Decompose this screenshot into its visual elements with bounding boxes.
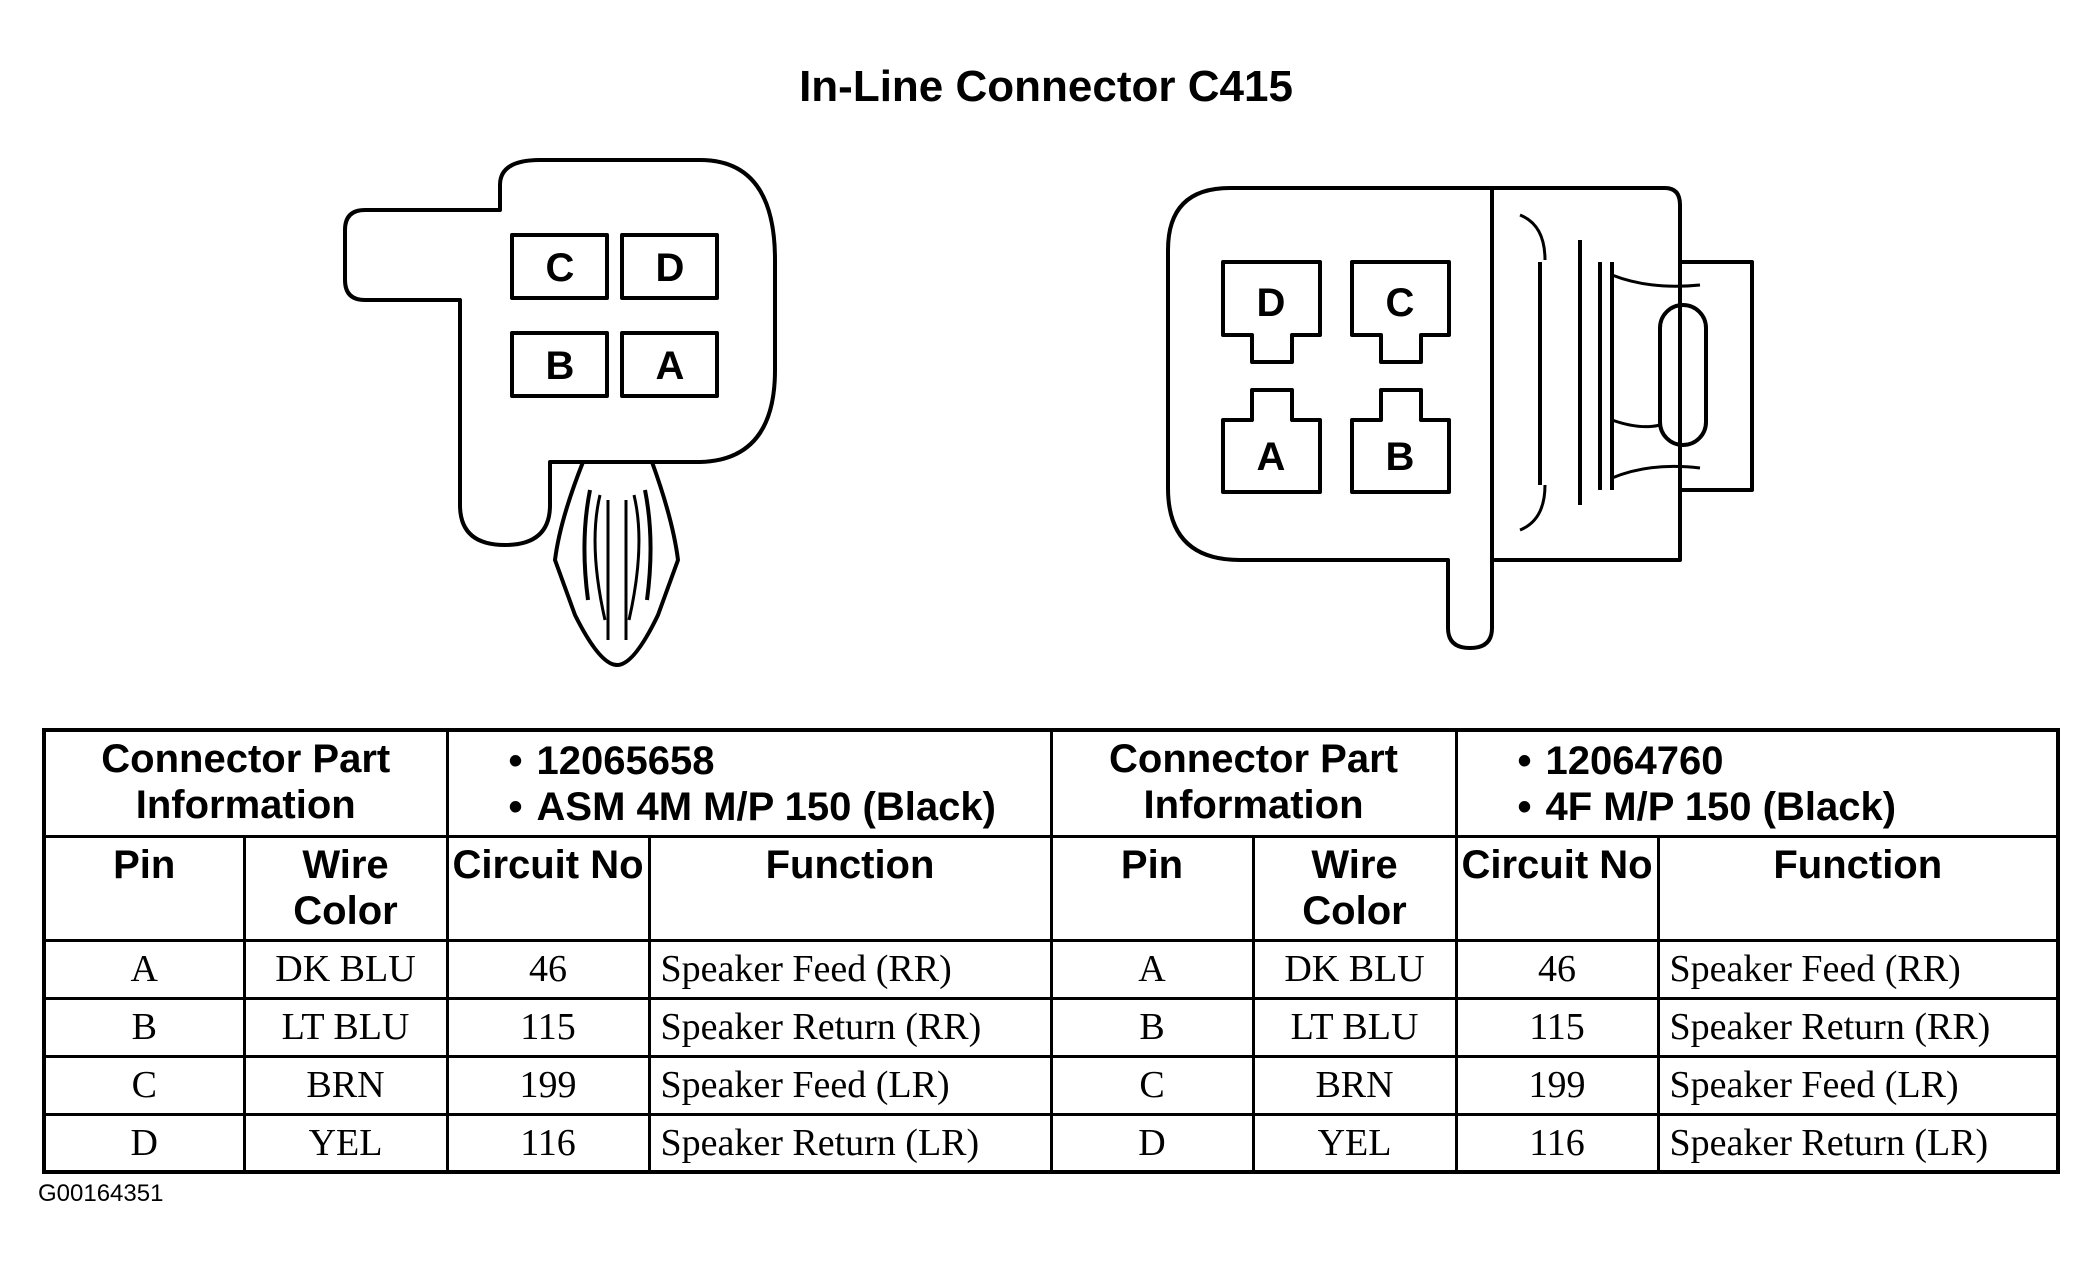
wire-color-cell: BRN — [242, 1054, 449, 1116]
function-cell: Speaker Return (LR) — [647, 1112, 1053, 1174]
column-header-pin: Pin — [1049, 834, 1255, 942]
left-cavity-c — [510, 233, 609, 300]
part-description: 4F M/P 150 (Black) — [1545, 785, 1897, 829]
pin-cell: C — [1049, 1054, 1255, 1116]
left-cavity-b — [510, 331, 609, 398]
right-cavity-a — [1221, 388, 1322, 494]
table-row: C BRN 199 Speaker Feed (LR) C BRN 199 Sp… — [42, 1054, 2060, 1116]
pin-cell: A — [42, 938, 246, 1000]
right-connector-body — [1166, 186, 1682, 650]
wire-color-cell: YEL — [1251, 1112, 1458, 1174]
part-info-row: Connector Part Information •12065658 •AS… — [42, 728, 2060, 838]
left-pin-label: D — [656, 246, 685, 290]
connector-info-table: Connector Part Information •12065658 •AS… — [42, 728, 2061, 1174]
function-cell: Speaker Return (RR) — [1656, 996, 2060, 1058]
left-pin-labels: C D B A — [546, 246, 685, 388]
figure-id: G00164351 — [38, 1180, 164, 1207]
function-cell: Speaker Feed (RR) — [1656, 938, 2060, 1000]
right-connector — [1166, 186, 1754, 650]
pin-cell: A — [1049, 938, 1255, 1000]
column-header-function: Function — [1656, 834, 2060, 942]
column-header-wire-color: Wire Color — [242, 834, 449, 942]
function-cell: Speaker Feed (LR) — [647, 1054, 1053, 1116]
left-pin-label: A — [656, 344, 685, 388]
left-cavity-a — [620, 331, 719, 398]
function-cell: Speaker Return (LR) — [1656, 1112, 2060, 1174]
wire-color-cell: YEL — [242, 1112, 449, 1174]
part-description: ASM 4M M/P 150 (Black) — [536, 785, 996, 829]
part-info-label: Connector Part Information — [42, 728, 449, 838]
part-number: 12064760 — [1545, 739, 1724, 783]
diagram-title: In-Line Connector C415 — [799, 62, 1293, 111]
circuit-cell: 199 — [445, 1054, 651, 1116]
part-info-values: •12064760 •4F M/P 150 (Black) — [1454, 728, 2060, 838]
part-number: 12065658 — [536, 739, 715, 783]
left-cavity-d — [620, 233, 719, 300]
wire-color-cell: LT BLU — [242, 996, 449, 1058]
circuit-cell: 116 — [445, 1112, 651, 1174]
column-header-pin: Pin — [42, 834, 246, 942]
column-header-circuit-no: Circuit No — [445, 834, 651, 942]
column-header-row: Pin Wire Color Circuit No Function Pin W… — [42, 834, 2060, 942]
right-cavity-c — [1350, 260, 1451, 364]
left-pin-label: B — [546, 344, 575, 388]
right-cavity-b — [1350, 388, 1451, 494]
wire-color-cell: DK BLU — [1251, 938, 1458, 1000]
circuit-cell: 199 — [1454, 1054, 1660, 1116]
pin-cell: C — [42, 1054, 246, 1116]
left-pin-label: C — [546, 246, 575, 290]
column-header-circuit-no: Circuit No — [1454, 834, 1660, 942]
wire-color-cell: BRN — [1251, 1054, 1458, 1116]
circuit-cell: 115 — [445, 996, 651, 1058]
pin-cell: D — [42, 1112, 246, 1174]
function-cell: Speaker Feed (LR) — [1656, 1054, 2060, 1116]
left-connector — [343, 158, 777, 667]
left-push-clip — [553, 461, 680, 667]
wire-color-cell: DK BLU — [242, 938, 449, 1000]
table-row: A DK BLU 46 Speaker Feed (RR) A DK BLU 4… — [42, 938, 2060, 1000]
column-header-function: Function — [647, 834, 1053, 942]
circuit-cell: 115 — [1454, 996, 1660, 1058]
right-latch — [1598, 260, 1754, 492]
right-pin-label: B — [1386, 435, 1415, 479]
function-cell: Speaker Return (RR) — [647, 996, 1053, 1058]
column-header-wire-color: Wire Color — [1251, 834, 1458, 942]
circuit-cell: 46 — [445, 938, 651, 1000]
table-row: B LT BLU 115 Speaker Return (RR) B LT BL… — [42, 996, 2060, 1058]
wire-color-cell: LT BLU — [1251, 996, 1458, 1058]
right-pin-label: A — [1257, 435, 1286, 479]
function-cell: Speaker Feed (RR) — [647, 938, 1053, 1000]
pin-cell: B — [42, 996, 246, 1058]
part-info-values: •12065658 •ASM 4M M/P 150 (Black) — [445, 728, 1053, 838]
right-cavity-d — [1221, 260, 1322, 364]
left-connector-body — [343, 158, 777, 547]
part-info-label: Connector Part Information — [1049, 728, 1458, 838]
right-pin-label: D — [1257, 281, 1286, 325]
right-pin-label: C — [1386, 281, 1415, 325]
circuit-cell: 46 — [1454, 938, 1660, 1000]
pin-cell: B — [1049, 996, 1255, 1058]
circuit-cell: 116 — [1454, 1112, 1660, 1174]
right-pin-labels: D C A B — [1257, 281, 1415, 479]
connector-drawings: C D B A D C A B — [343, 158, 1754, 667]
pin-cell: D — [1049, 1112, 1255, 1174]
table-row: D YEL 116 Speaker Return (LR) D YEL 116 … — [42, 1112, 2060, 1174]
